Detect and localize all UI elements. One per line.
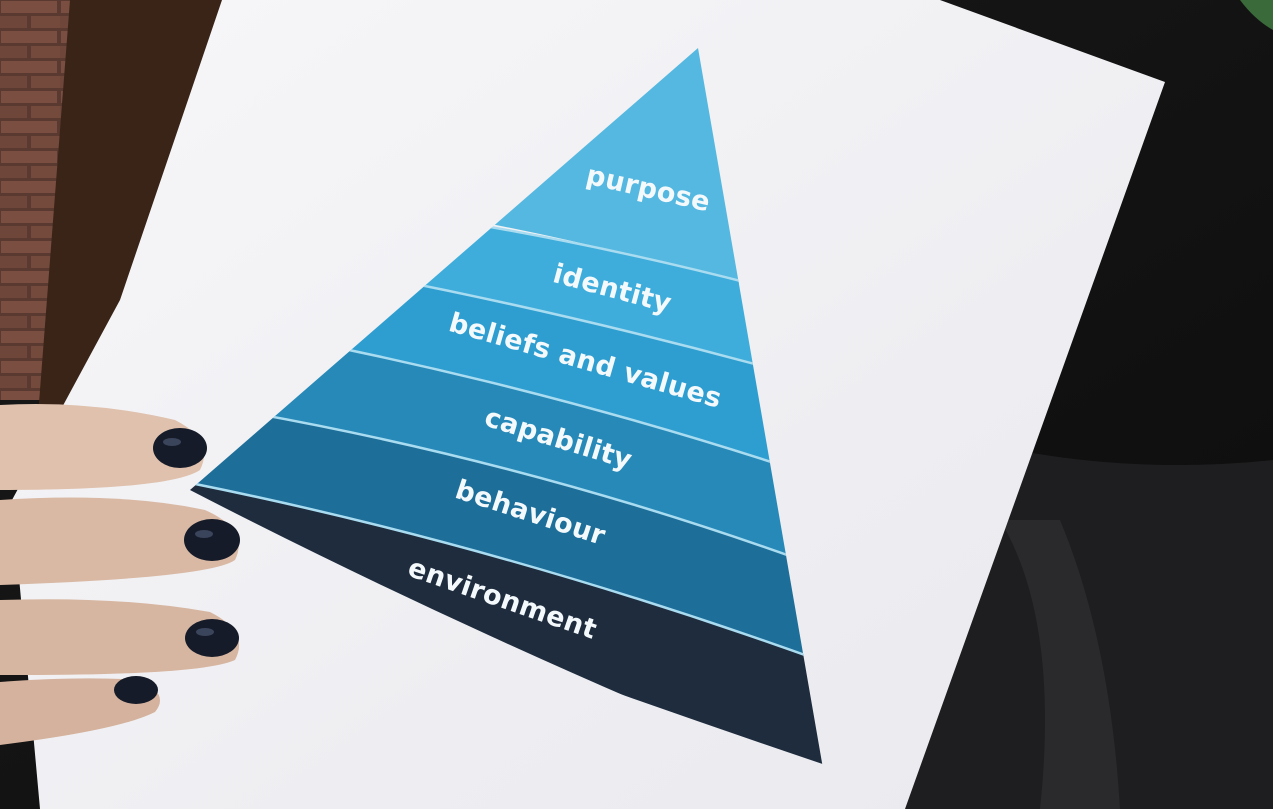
finger-ring (0, 599, 240, 676)
finger-index (0, 404, 205, 490)
pyramid-divider (309, 340, 825, 485)
pyramid-band-identity (385, 220, 820, 382)
pyramid-band-capability (235, 342, 825, 578)
nail-index (153, 428, 207, 468)
plant-leaf (1240, 0, 1273, 30)
nail-middle (184, 519, 240, 561)
pyramid-divider (234, 408, 825, 580)
pyramid-divider (190, 476, 825, 680)
pyramid-band-behaviour (190, 410, 825, 678)
clothing-fold (1000, 520, 1120, 809)
nail-little (114, 676, 158, 704)
hand (0, 404, 240, 745)
finger-middle (0, 497, 239, 585)
pyramid-band-beliefs-and-values (310, 278, 825, 483)
nail-ring (185, 619, 239, 657)
